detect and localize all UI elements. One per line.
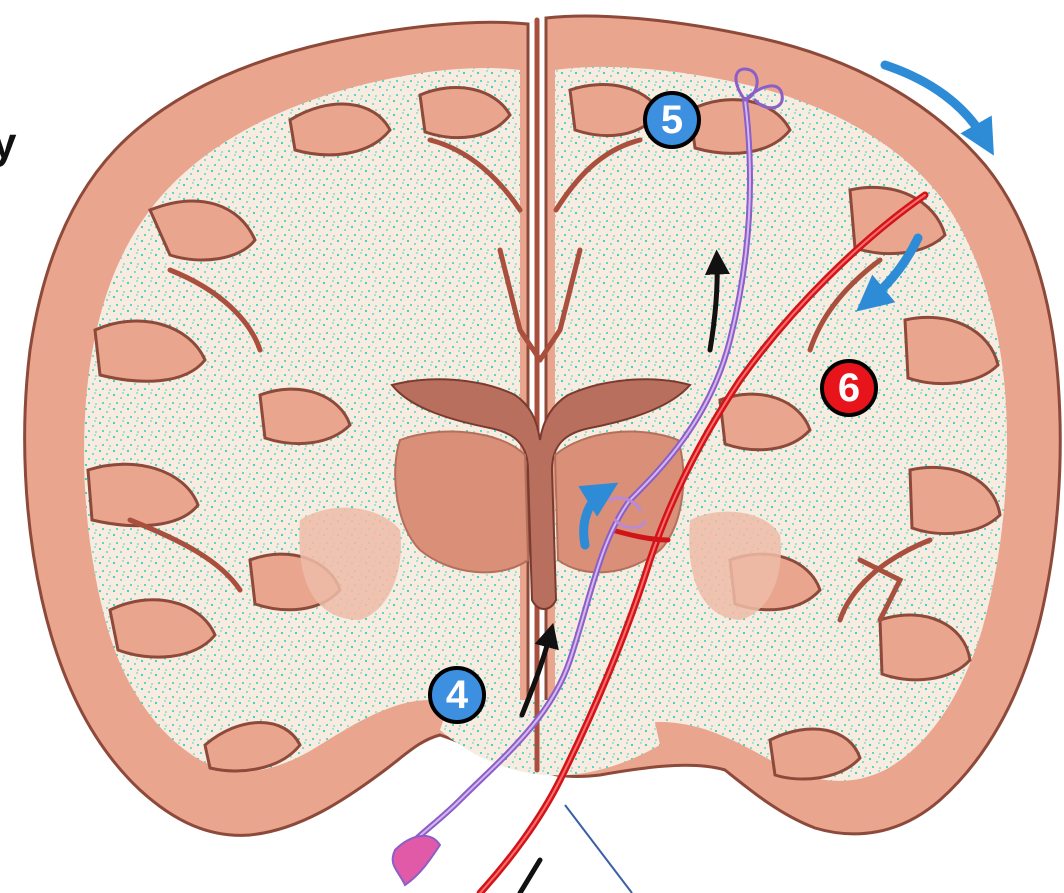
pointer-line — [565, 805, 632, 893]
marker-6: 6 — [820, 359, 878, 417]
edge-text-fragment: y — [0, 122, 16, 166]
marker-5: 5 — [643, 91, 701, 149]
marker-4: 4 — [428, 666, 486, 724]
nerve-ending — [393, 836, 440, 885]
